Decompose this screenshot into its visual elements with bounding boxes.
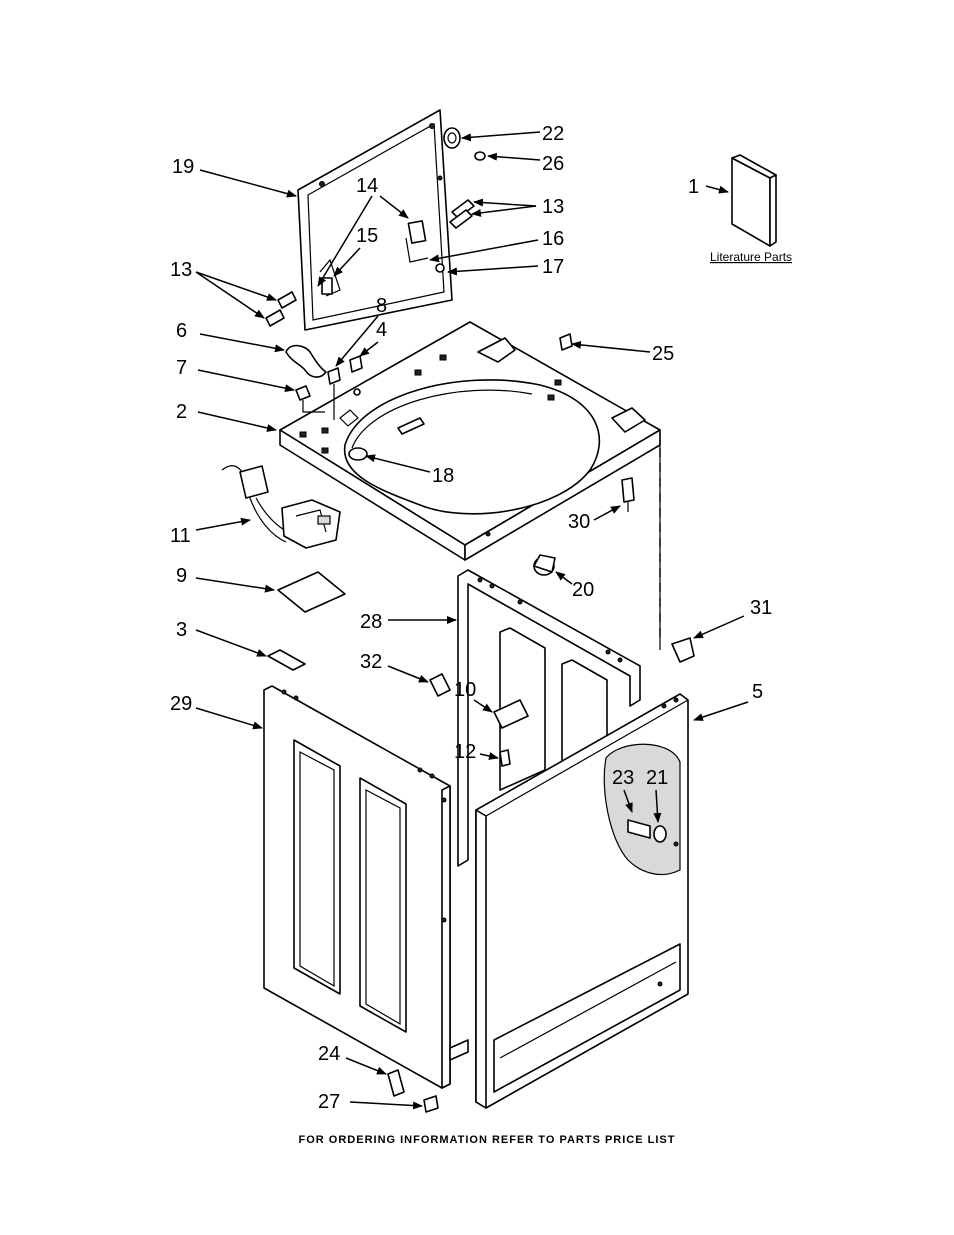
label-8: 8 [376, 295, 387, 317]
cabinet-side-panel [475, 693, 689, 1109]
label-24: 24 [318, 1043, 340, 1065]
label-14: 14 [356, 175, 378, 197]
label-2: 2 [176, 401, 187, 423]
label-22: 22 [542, 123, 564, 145]
literature-parts-caption: Literature Parts [710, 250, 792, 264]
label-27: 27 [318, 1091, 340, 1113]
label-11: 11 [170, 525, 191, 547]
part-number-labels: 22 26 19 14 1 13 15 16 17 13 8 6 4 25 7 … [170, 123, 772, 1113]
label-15: 15 [356, 225, 378, 247]
label-10: 10 [454, 679, 476, 701]
washer-top [279, 321, 661, 561]
label-26: 26 [542, 153, 564, 175]
label-12: 12 [454, 741, 476, 763]
label-4: 4 [376, 319, 387, 341]
literature-parts-booklet [731, 154, 777, 247]
lid-frame [297, 109, 453, 331]
label-32: 32 [360, 651, 382, 673]
label-21: 21 [646, 767, 668, 789]
label-25: 25 [652, 343, 674, 365]
label-30: 30 [568, 511, 590, 533]
label-20: 20 [572, 579, 594, 601]
cabinet-front-panel [263, 685, 469, 1089]
top-small-parts [285, 333, 635, 576]
label-18: 18 [432, 465, 454, 487]
label-17: 17 [542, 256, 564, 278]
lid-switch-harness [221, 465, 341, 549]
label-13-right: 13 [542, 196, 564, 218]
parts-9-and-3 [267, 571, 346, 671]
label-6: 6 [176, 320, 187, 342]
bottom-small-parts [387, 1069, 439, 1113]
ordering-footer: FOR ORDERING INFORMATION REFER TO PARTS … [299, 1134, 676, 1146]
label-5: 5 [752, 681, 763, 703]
label-3: 3 [176, 619, 187, 641]
label-1: 1 [688, 176, 699, 198]
label-29: 29 [170, 693, 192, 715]
label-23: 23 [612, 767, 634, 789]
label-9: 9 [176, 565, 187, 587]
label-31: 31 [750, 597, 772, 619]
lid-fasteners [265, 127, 486, 327]
label-19: 19 [172, 156, 194, 178]
label-28: 28 [360, 611, 382, 633]
leader-lines [195, 131, 749, 1110]
label-7: 7 [176, 357, 187, 379]
label-16: 16 [542, 228, 564, 250]
label-13-left: 13 [170, 259, 192, 281]
